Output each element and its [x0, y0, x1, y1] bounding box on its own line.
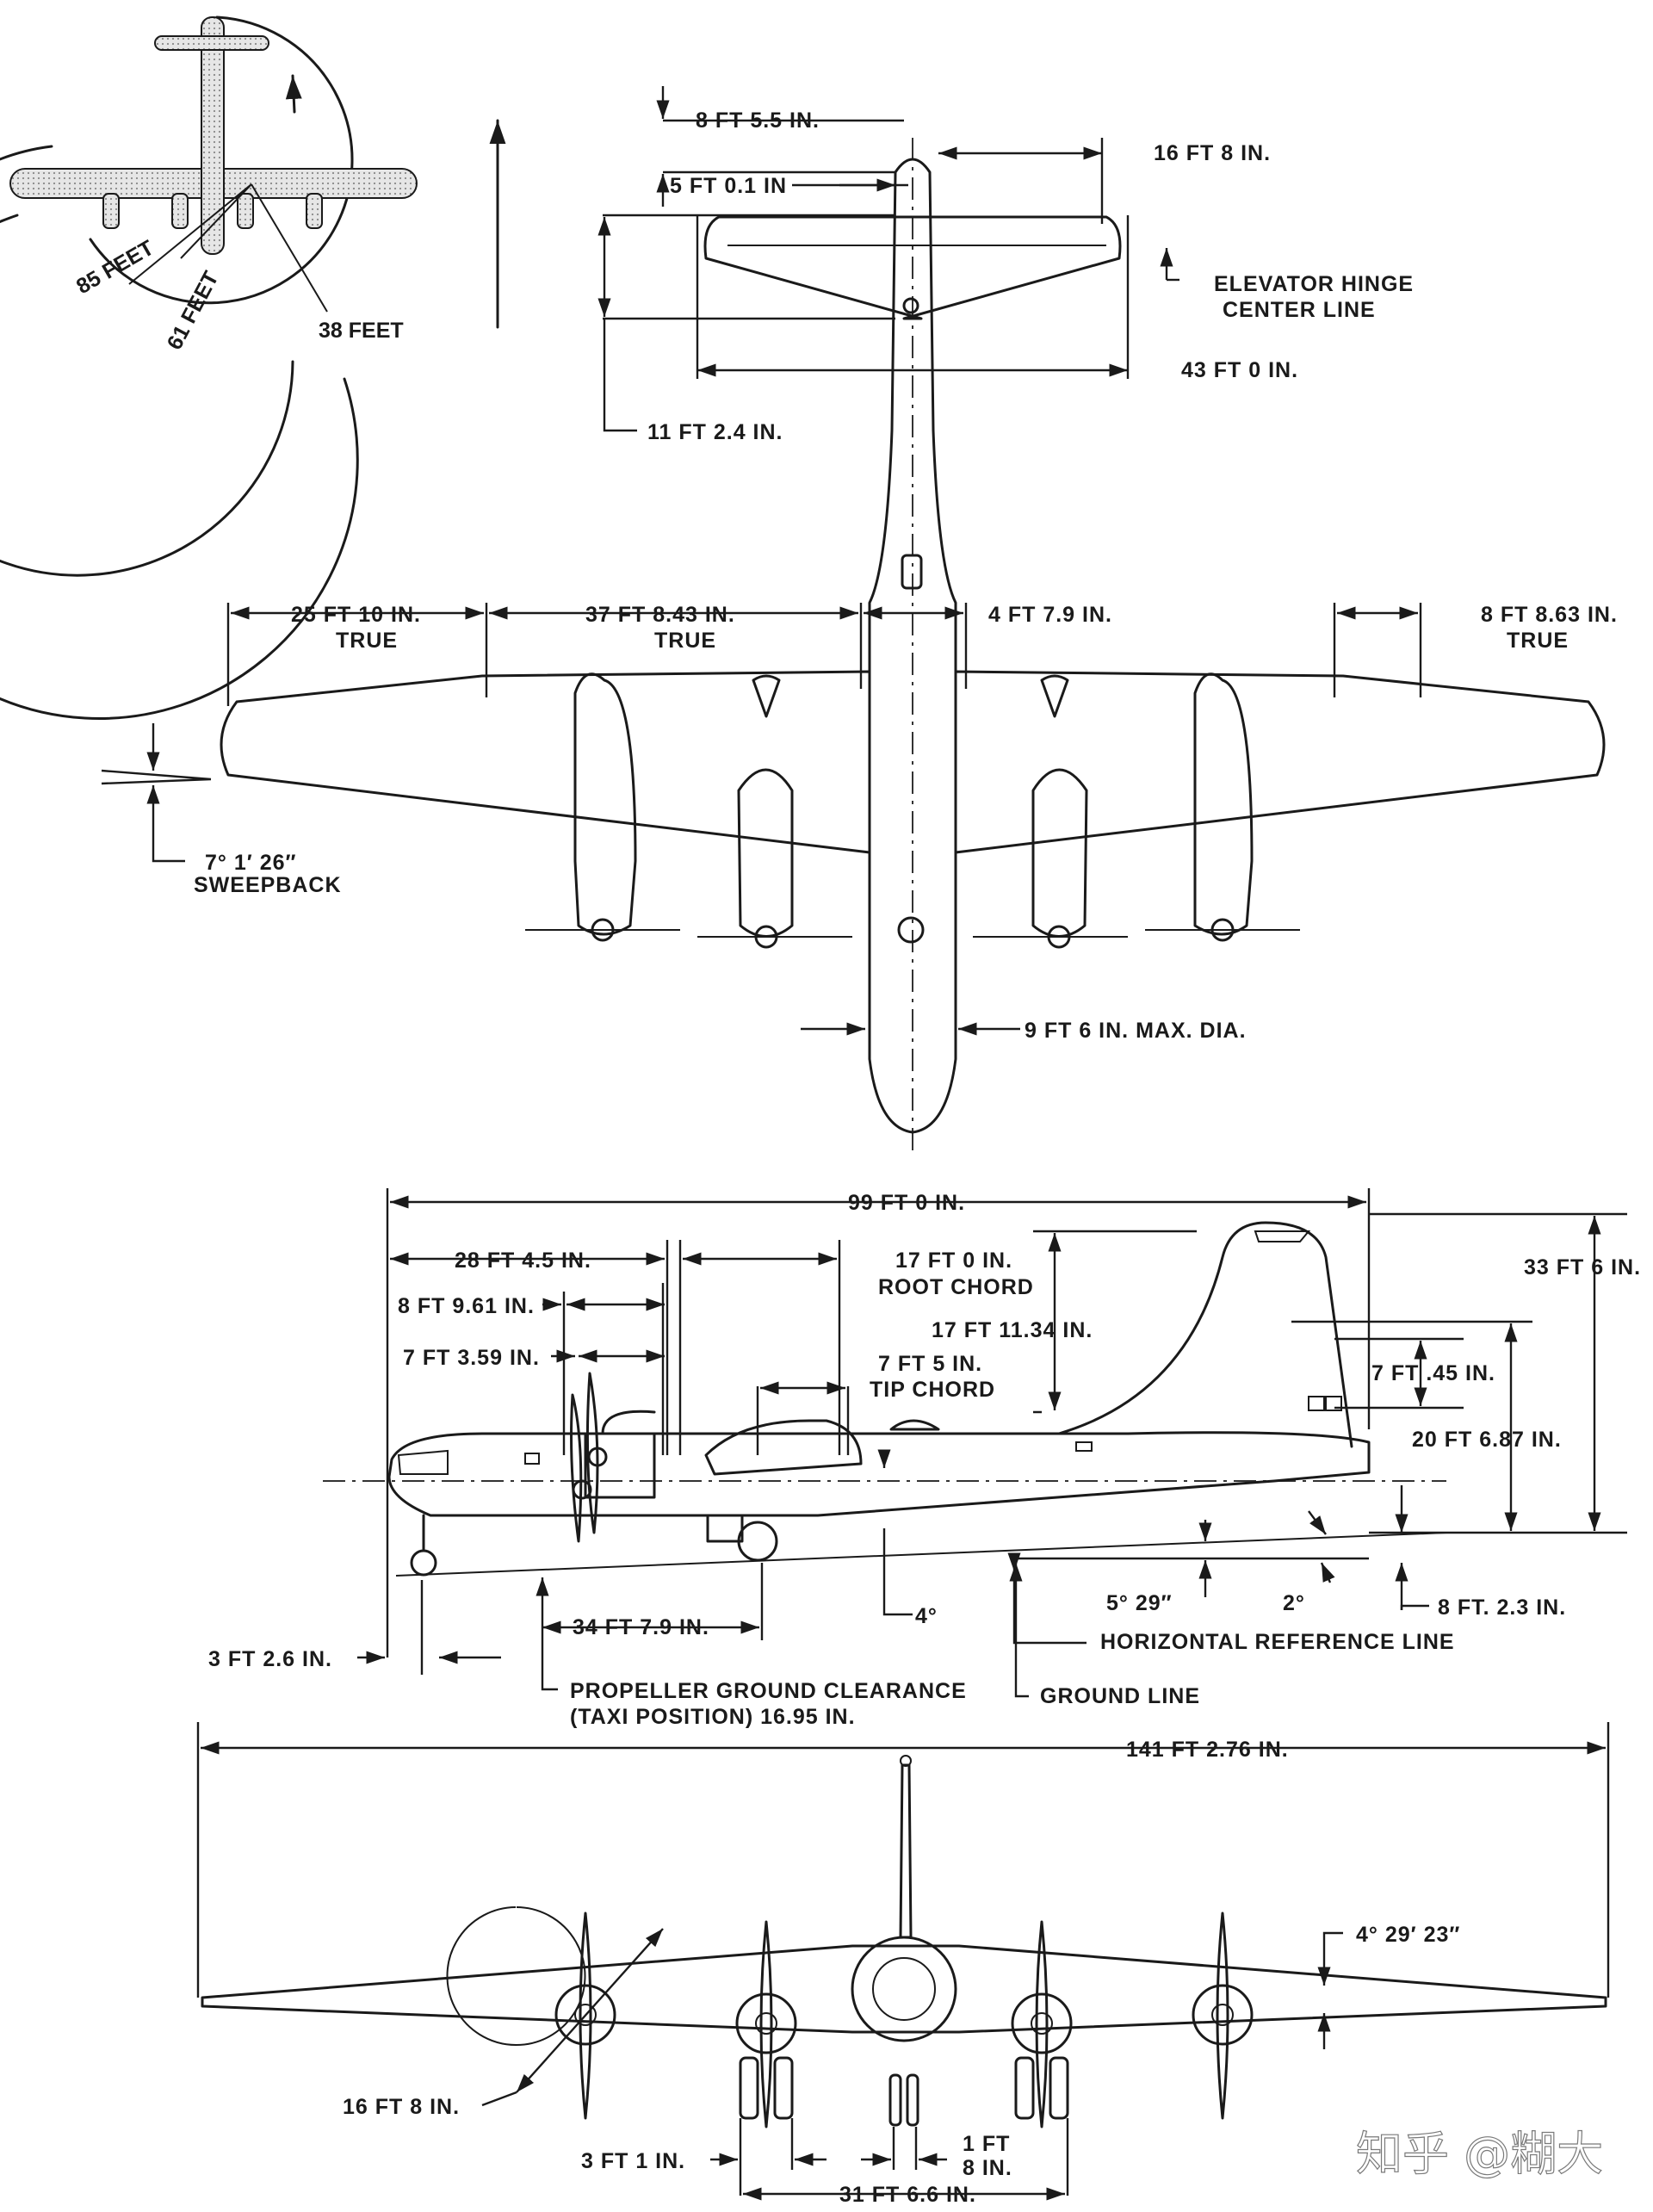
- plan-nacelle-2: [737, 768, 794, 938]
- elevator-centerline-label: CENTER LINE: [1223, 298, 1376, 322]
- dim-28ft-4-5in: 28 FT 4.5 IN.: [455, 1249, 591, 1273]
- sweepback-angle: 7° 1′ 26″: [205, 851, 296, 875]
- plan-nacelle-3: [1031, 768, 1088, 938]
- dim-8ft-5-5in: 8 FT 5.5 IN.: [696, 108, 820, 133]
- tip-chord-label: TIP CHORD: [870, 1378, 995, 1402]
- dim-17ft-0in: 17 FT 0 IN.: [895, 1249, 1012, 1273]
- true-label-1: TRUE: [336, 629, 398, 653]
- dim-5ft-0-1in: 5 FT 0.1 IN: [670, 174, 787, 198]
- side-propellers: [570, 1372, 608, 1543]
- dim-7ft-3-59in: 7 FT 3.59 IN.: [403, 1346, 540, 1370]
- root-chord-label: ROOT CHORD: [878, 1275, 1034, 1299]
- plan-fuselage: [868, 158, 957, 1134]
- dim-25ft-10in: 25 FT 10 IN.: [291, 603, 421, 627]
- horizontal-reference-line: HORIZONTAL REFERENCE LINE: [1100, 1630, 1455, 1654]
- dim-8ft-9-61in: 8 FT 9.61 IN.: [398, 1294, 535, 1318]
- side-wing: [704, 1419, 863, 1476]
- plan-right-wing: [954, 670, 1606, 854]
- dim-1ft: 1 FT: [963, 2132, 1010, 2156]
- front-wing: [201, 1944, 1607, 2034]
- ground-line-label: GROUND LINE: [1040, 1684, 1200, 1708]
- plan-view: 8 FT 5.5 IN. 5 FT 0.1 IN 16 FT 8 IN. ELE…: [101, 86, 1618, 1154]
- turning-radius-61: 61 FEET: [163, 268, 224, 354]
- dim-31ft-6-6in: 31 FT 6.6 IN.: [839, 2183, 976, 2207]
- dim-11ft-2-4in: 11 FT 2.4 IN.: [647, 420, 783, 444]
- angle-2-deg: 2°: [1283, 1591, 1305, 1615]
- turning-radius-85: 85 FEET: [72, 236, 158, 300]
- sweepback-label: SWEEPBACK: [194, 873, 342, 897]
- dim-7ft-5in: 7 FT 5 IN.: [878, 1352, 982, 1376]
- dim-17ft-11-34in: 17 FT 11.34 IN.: [932, 1318, 1093, 1342]
- dim-16ft-8in-prop: 16 FT 8 IN.: [343, 2095, 460, 2119]
- dim-43ft-0in: 43 FT 0 IN.: [1181, 358, 1298, 382]
- side-fuselage: [387, 1431, 1371, 1517]
- dim-9ft-6in-max-dia: 9 FT 6 IN. MAX. DIA.: [1025, 1019, 1247, 1043]
- dim-8ft-8-63in: 8 FT 8.63 IN.: [1481, 603, 1618, 627]
- front-landing-gear: [739, 2056, 1069, 2127]
- turning-radius-38: 38 FEET: [319, 319, 404, 343]
- dim-20ft-6-87in: 20 FT 6.87 IN.: [1412, 1428, 1562, 1452]
- dim-8in: 8 IN.: [963, 2156, 1012, 2180]
- turning-aircraft-silhouette: [9, 16, 418, 255]
- propeller-clearance-2: (TAXI POSITION) 16.95 IN.: [570, 1705, 856, 1729]
- dim-141ft-2-76in: 141 FT 2.76 IN.: [1126, 1738, 1289, 1762]
- angle-4-deg: 4°: [915, 1604, 938, 1628]
- front-fuselage: [851, 1936, 957, 2042]
- propeller-clearance-1: PROPELLER GROUND CLEARANCE: [570, 1679, 967, 1703]
- elevator-hinge-label: ELEVATOR HINGE: [1214, 272, 1414, 296]
- side-view: 99 FT 0 IN. 28 FT 4.5 IN. 17 FT 0 IN. RO…: [208, 1188, 1641, 1729]
- angle-5-29: 5° 29″: [1106, 1591, 1173, 1615]
- dim-7ft-45in: 7 FT .45 IN.: [1371, 1361, 1495, 1385]
- dim-33ft-6in: 33 FT 6 IN.: [1524, 1255, 1641, 1279]
- dim-37ft-8-43in: 37 FT 8.43 IN.: [585, 603, 735, 627]
- plan-nacelle-1: [573, 672, 637, 936]
- dim-16ft-8in-plan: 16 FT 8 IN.: [1154, 141, 1271, 165]
- dihedral-angle: 4° 29′ 23″: [1356, 1923, 1460, 1947]
- front-vertical-tail: [899, 1763, 913, 1939]
- dim-3ft-1in: 3 FT 1 IN.: [581, 2149, 685, 2173]
- dim-8ft-2-3in: 8 FT. 2.3 IN.: [1438, 1595, 1566, 1620]
- dim-34ft-7-9in: 34 FT 7.9 IN.: [573, 1615, 709, 1639]
- side-vertical-tail: [1057, 1221, 1353, 1448]
- front-view: 141 FT 2.76 IN.: [196, 1722, 1610, 2207]
- plan-nacelle-4: [1193, 672, 1254, 936]
- true-label-3: TRUE: [1507, 629, 1569, 653]
- true-label-2: TRUE: [654, 629, 716, 653]
- plan-left-wing: [220, 670, 871, 854]
- watermark: 知乎 @糊大: [1356, 2127, 1603, 2181]
- dim-99ft-0in: 99 FT 0 IN.: [848, 1191, 965, 1215]
- dim-3ft-2-6in: 3 FT 2.6 IN.: [208, 1647, 332, 1671]
- dim-4ft-7-9in: 4 FT 7.9 IN.: [988, 603, 1112, 627]
- plan-horizontal-stabilizer: [703, 215, 1122, 320]
